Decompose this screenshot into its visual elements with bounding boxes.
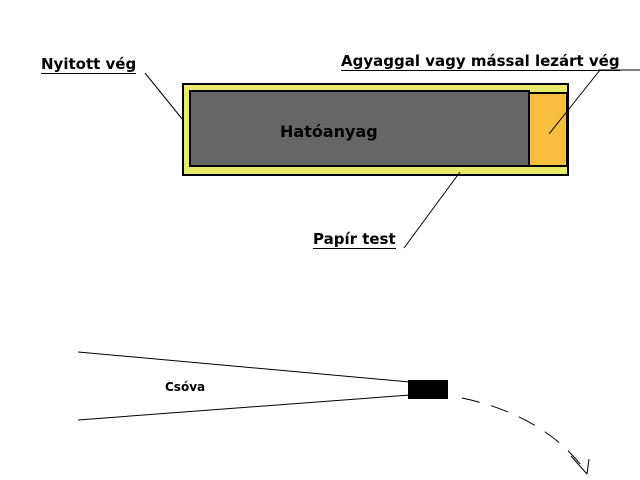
leader-line-paper-body xyxy=(403,171,461,249)
trajectory-dashed-path xyxy=(461,397,586,471)
plume-upper-line xyxy=(77,351,411,383)
label-open-end: Nyitott vég xyxy=(41,55,137,74)
rocket-body xyxy=(408,380,448,399)
label-active-agent: Hatóanyag xyxy=(280,122,378,141)
plume-lower-line xyxy=(77,394,411,421)
label-sealed-end: Agyaggal vagy mással lezárt vég xyxy=(341,52,620,71)
leader-line-open-end xyxy=(144,72,184,121)
active-agent-fill xyxy=(189,90,530,167)
label-paper-body: Papír test xyxy=(313,230,396,249)
leader-line-sealed-end xyxy=(548,69,601,135)
label-plume: Csóva xyxy=(165,380,206,394)
trajectory-arrowhead xyxy=(570,455,590,475)
sealing-plug xyxy=(528,92,568,167)
